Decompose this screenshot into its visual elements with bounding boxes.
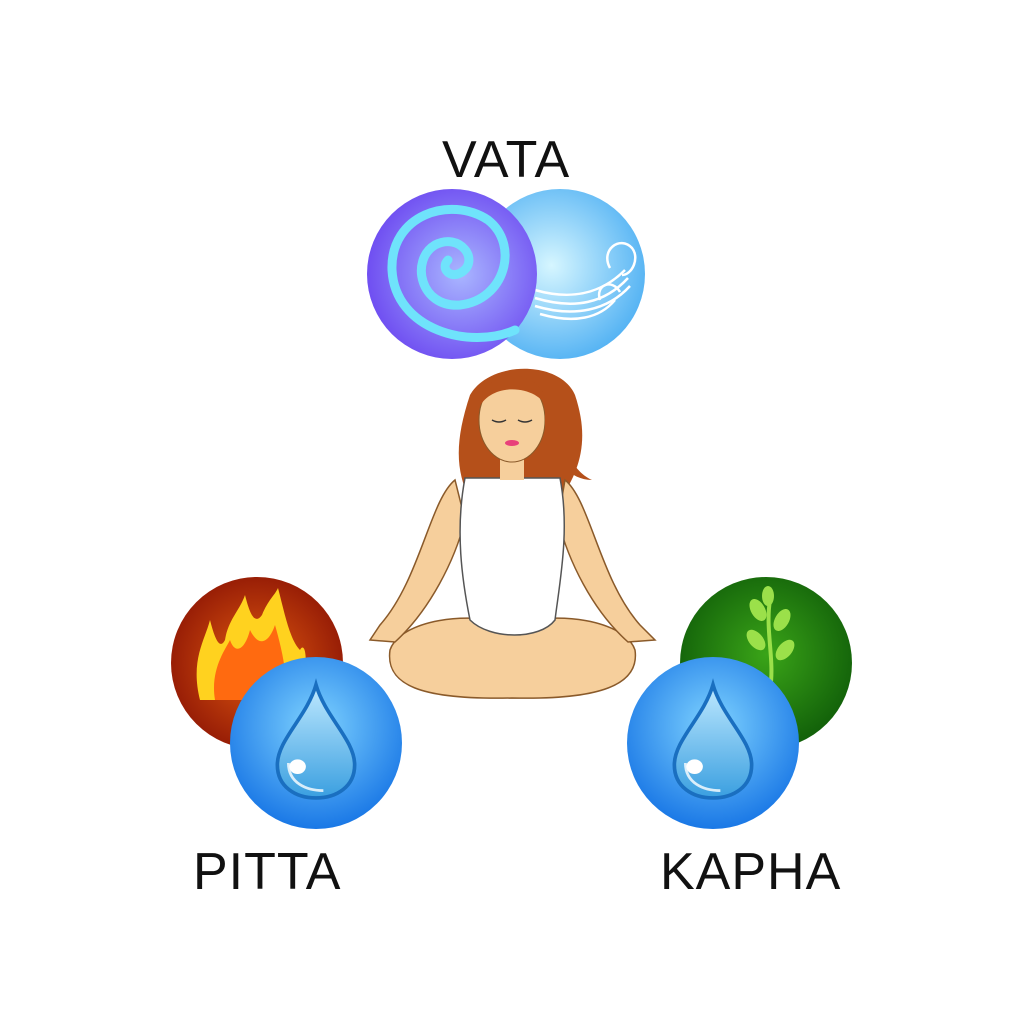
pitta-label: PITTA xyxy=(193,843,342,901)
vata-label: VATA xyxy=(442,131,571,189)
ether-icon xyxy=(367,189,537,359)
water-icon xyxy=(627,657,799,829)
kapha-label: KAPHA xyxy=(660,843,842,901)
water-icon xyxy=(230,657,402,829)
meditating-woman xyxy=(368,368,657,699)
kapha-group xyxy=(627,577,852,829)
vata-group xyxy=(367,189,645,359)
pitta-group xyxy=(171,577,402,829)
